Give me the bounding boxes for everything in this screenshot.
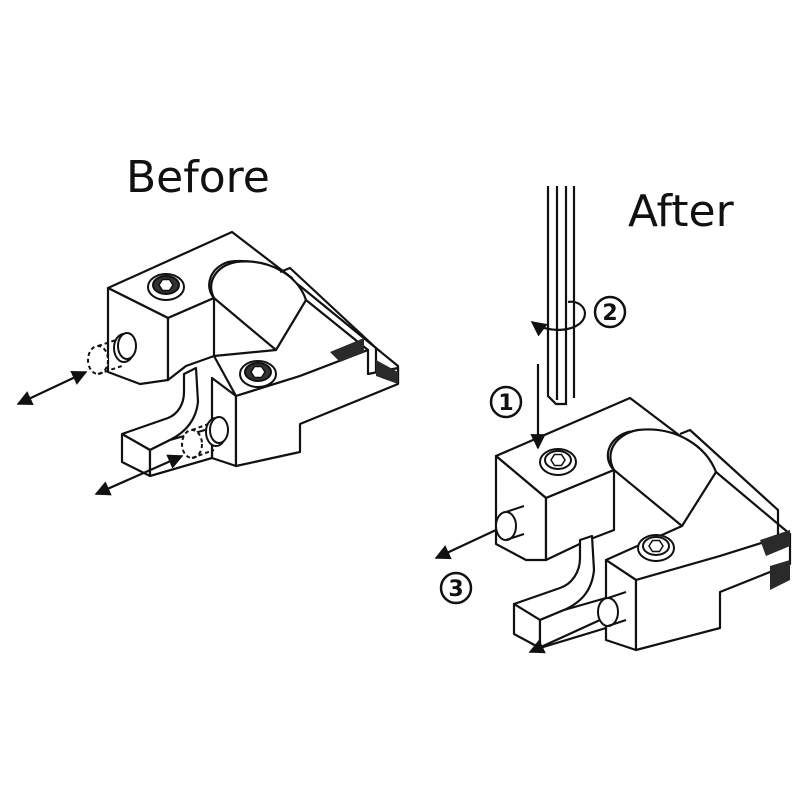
after-title: After bbox=[628, 186, 734, 237]
locking-pin-icon bbox=[181, 416, 229, 459]
after-right-side bbox=[634, 532, 792, 652]
before-shadow bbox=[330, 338, 364, 362]
after-finger-top bbox=[512, 534, 596, 622]
step-marker-2: 2 bbox=[593, 295, 627, 329]
step-number-2: 2 bbox=[602, 301, 617, 326]
hex-socket-screw-icon bbox=[637, 534, 675, 562]
before-inner-left bbox=[166, 296, 216, 382]
before-title: Before bbox=[126, 152, 270, 203]
direction-arrow-icon bbox=[16, 370, 184, 496]
step-number-1: 1 bbox=[498, 391, 513, 416]
after-bracket bbox=[494, 396, 792, 652]
step-marker-3: 3 bbox=[439, 571, 473, 605]
after-shadow-2 bbox=[770, 560, 790, 590]
after-shadow bbox=[760, 530, 790, 556]
locking-pin-icon bbox=[87, 332, 137, 375]
after-side-ridge bbox=[679, 428, 780, 540]
step-marker-1: 1 bbox=[489, 385, 523, 419]
locking-pin-icon bbox=[495, 505, 528, 546]
hex-socket-screw-icon bbox=[539, 448, 577, 476]
hex-socket-screw-icon bbox=[239, 360, 277, 388]
direction-arrow-icon bbox=[434, 300, 601, 654]
before-finger-top bbox=[120, 366, 200, 452]
locking-pin-icon bbox=[597, 591, 627, 627]
hex-socket-screw-icon bbox=[147, 273, 185, 301]
after-inner-left bbox=[544, 468, 616, 562]
before-shadow-2 bbox=[376, 360, 398, 384]
step-number-3: 3 bbox=[448, 577, 463, 602]
hex-key-tool bbox=[546, 186, 576, 406]
